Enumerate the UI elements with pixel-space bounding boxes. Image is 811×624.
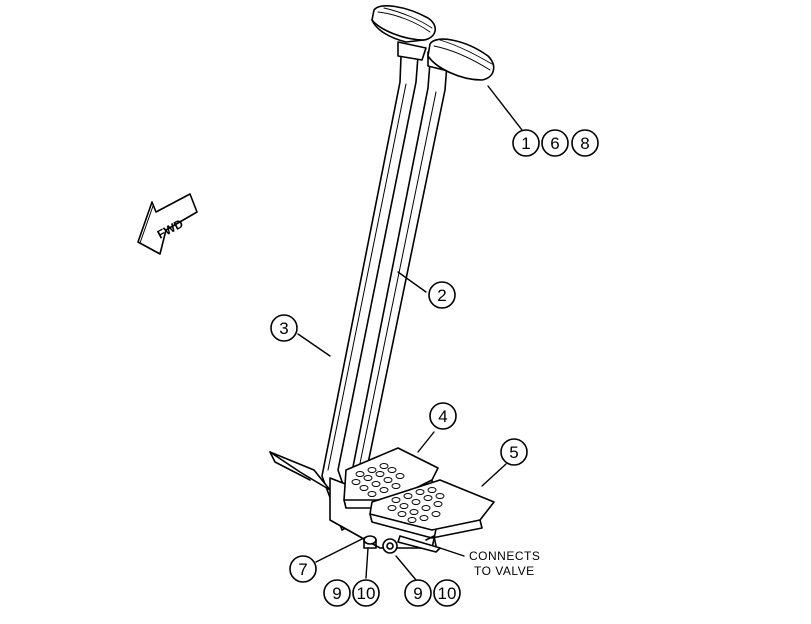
callout-4-label: 4 bbox=[438, 407, 447, 426]
valve-linkage bbox=[397, 535, 441, 553]
callout-7 bbox=[289, 555, 317, 583]
callout-1-label: 1 bbox=[521, 134, 530, 153]
callout-10-left-label: 10 bbox=[357, 584, 376, 603]
fwd-arrow-icon bbox=[137, 193, 198, 255]
callout-numbers: 1 6 8 2 3 4 5 7 9 10 9 10 bbox=[279, 134, 589, 603]
fastener-right bbox=[382, 538, 398, 554]
callout-8-label: 8 bbox=[580, 134, 589, 153]
callout-6-label: 6 bbox=[550, 134, 559, 153]
callout-5 bbox=[500, 438, 528, 466]
handle-knob-left bbox=[371, 5, 436, 61]
callout-10-right bbox=[433, 579, 461, 607]
pedal-plate-5 bbox=[369, 479, 495, 539]
callout-3 bbox=[270, 314, 298, 342]
callout-9-left-label: 9 bbox=[332, 584, 341, 603]
callout-2-label: 2 bbox=[437, 286, 446, 305]
callout-10-right-label: 10 bbox=[438, 584, 457, 603]
callout-circles bbox=[270, 129, 599, 607]
callout-6 bbox=[541, 129, 569, 157]
callout-2 bbox=[428, 281, 456, 309]
callout-7-label: 7 bbox=[298, 560, 307, 579]
callout-9-left bbox=[323, 579, 351, 607]
callout-1 bbox=[512, 129, 540, 157]
callout-4 bbox=[429, 402, 457, 430]
fastener-left bbox=[363, 535, 377, 549]
callout-5-label: 5 bbox=[509, 443, 518, 462]
callout-3-label: 3 bbox=[279, 319, 288, 338]
handle-knob-right bbox=[427, 38, 495, 81]
note-line-2: TO VALVE bbox=[474, 564, 535, 578]
callout-9-right-label: 9 bbox=[413, 584, 422, 603]
pedal-4-holes bbox=[351, 463, 405, 497]
callout-9-right bbox=[404, 579, 432, 607]
pedal-5-holes bbox=[387, 487, 445, 523]
note-line-1: CONNECTS bbox=[469, 549, 540, 563]
callout-10-left bbox=[352, 579, 380, 607]
leader-lines bbox=[297, 85, 523, 581]
callout-8 bbox=[571, 129, 599, 157]
